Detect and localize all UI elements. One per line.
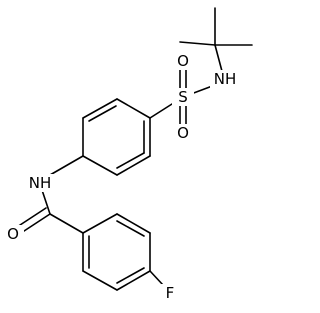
atom-sulfur: S [178,88,188,106]
ring2-bond-2 [116,213,151,234]
atom-fluorine: F [166,284,175,302]
fluorobenzene-ring [82,213,164,291]
bond-tbu-methyl-left [179,41,216,46]
atom-oxygen-carbonyl: O [7,225,19,243]
bond-nh-carbonyl [41,189,51,215]
ring1-bond-4 [82,155,118,176]
ring2-bond-1 [82,213,118,234]
bond-carbonyl-o-a [20,213,51,234]
ring1-double-1 [88,105,117,122]
ring1-double-2 [116,152,145,169]
ring1-bond-1 [116,98,151,119]
ring2-double-1 [116,220,145,237]
ring2-bond-4 [116,270,151,291]
atom-amide-nh: NH [29,174,52,192]
ring1-bond-2 [82,98,118,119]
central-benzene-ring [82,98,151,176]
atom-labels: S O O NH NH O F [2,52,240,302]
molecule-structure: S O O NH NH O F [2,7,253,302]
atom-oxygen-sulfonyl-top: O [177,52,189,70]
ring2-double-2 [116,267,145,284]
bond-carbonyl-ring [49,213,84,234]
atom-sulfonamide-nh: NH [214,70,237,88]
bond-carbonyl-o-b [16,207,47,228]
ring2-bond-5 [82,270,118,291]
amide-group [16,155,84,234]
bond-ring-nh [49,155,84,176]
bond-ring-f [149,270,164,286]
atom-oxygen-sulfonyl-bottom: O [177,124,189,142]
ring1-bond-5 [116,155,151,176]
